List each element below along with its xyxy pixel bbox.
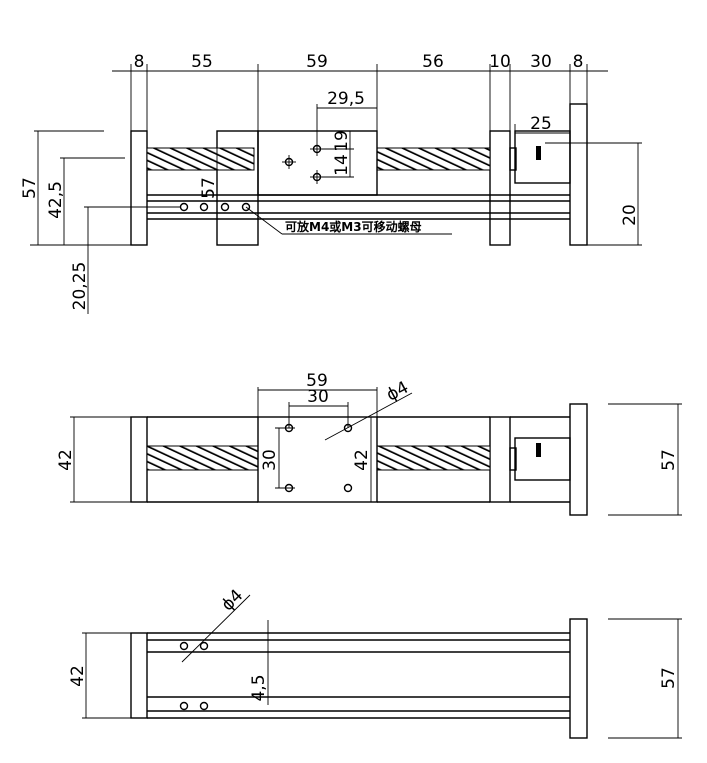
dim-carriage-width: 59 [306, 371, 328, 391]
dim-left-height: 42 [68, 665, 88, 687]
motor-slot [536, 146, 541, 160]
top-view: 8 55 59 56 10 30 8 [20, 52, 642, 314]
slot-hole [220, 202, 230, 212]
carriage [257, 416, 378, 503]
slot-hole [179, 202, 189, 212]
dim-top-seg4: 56 [422, 52, 444, 72]
dim-total-height: 57 [20, 177, 40, 199]
dim-top-seg1: 8 [134, 52, 145, 72]
bottom-view: ϕ4 4,5 42 57 [68, 586, 682, 739]
motor-coupling [509, 147, 517, 171]
dim-motor-length: 25 [530, 114, 552, 134]
dim-top-seg2: 55 [191, 52, 213, 72]
dim-rail-offset: 4,5 [249, 674, 269, 701]
dim-hole-vertical: 30 [260, 449, 280, 471]
carriage [257, 130, 378, 196]
nut-note: 可放M4或M3可移动螺母 [285, 219, 422, 234]
dim-left-height: 42 [56, 449, 76, 471]
top-dimension-chain: 8 55 59 56 10 30 8 [112, 52, 608, 135]
dim-hole-diameter: ϕ4 [218, 586, 248, 616]
slot-hole [199, 202, 209, 212]
motor-body [514, 130, 571, 184]
dim-top-seg3: 59 [306, 52, 328, 72]
dim-hole-vertical-2: 19 [332, 130, 352, 152]
dim-right-height: 57 [659, 449, 679, 471]
dim-top-seg6: 30 [530, 52, 552, 72]
lead-screw-right [376, 445, 491, 471]
lead-screw-left [146, 445, 259, 471]
front-view: 59 30 ϕ4 30 42 42 57 [56, 371, 682, 516]
left-end-plate [130, 130, 148, 246]
motor-body [514, 437, 571, 481]
dim-hole-diameter: ϕ4 [383, 378, 412, 406]
dim-mid-height: 42,5 [46, 181, 66, 219]
dim-right-height: 57 [659, 667, 679, 689]
dim-carriage-height: 42 [352, 449, 372, 471]
carriage-holes [282, 142, 324, 184]
right-bearing-block [489, 130, 511, 246]
dim-inner-height: 57 [199, 177, 219, 199]
motor-slot [536, 443, 541, 457]
dim-right-height: 20 [620, 204, 640, 226]
lead-screw-left [146, 147, 255, 171]
dim-carriage-offset: 29,5 [327, 89, 365, 109]
dim-top-seg5: 10 [489, 52, 511, 72]
slot-hole [241, 202, 251, 212]
dim-hole-spacing: 30 [307, 387, 329, 407]
dim-low-height: 20,25 [70, 262, 90, 311]
right-end-plate [569, 103, 588, 246]
dim-hole-vertical-1: 14 [332, 154, 352, 176]
lead-screw-right [376, 147, 491, 171]
dim-top-seg7: 8 [573, 52, 584, 72]
